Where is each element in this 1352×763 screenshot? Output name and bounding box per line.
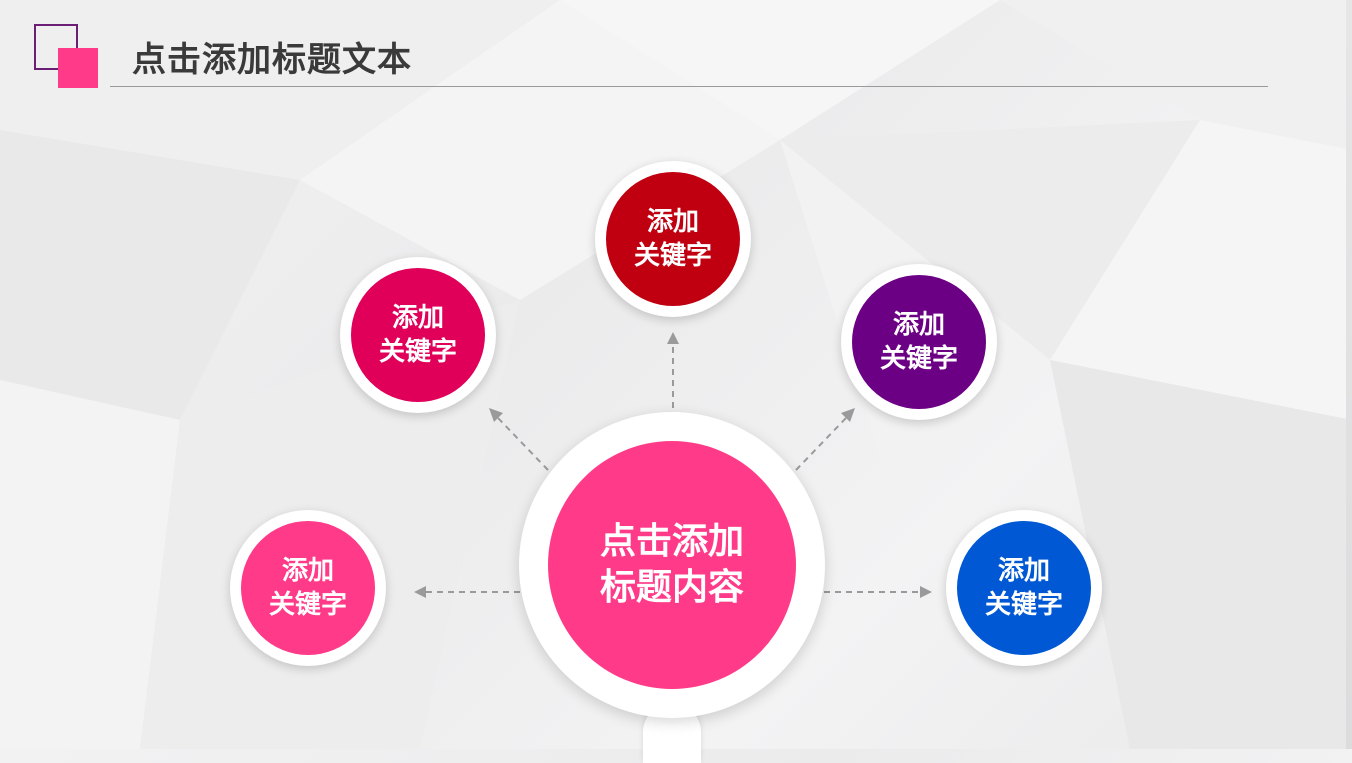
center-node[interactable]: 点击添加 标题内容: [519, 412, 825, 718]
center-node-line1: 点击添加: [599, 521, 744, 562]
keyword-node-top-circle: 添加 关键字: [606, 172, 740, 306]
center-node-line2: 标题内容: [599, 567, 744, 608]
connector-top-left: [497, 417, 549, 471]
arrow-top-right: [841, 408, 855, 422]
keyword-node-right[interactable]: 添加 关键字: [946, 510, 1102, 666]
center-node-circle: 点击添加 标题内容: [548, 441, 796, 689]
arrow-right: [920, 586, 932, 598]
arrow-top: [667, 332, 679, 344]
keyword-node-left[interactable]: 添加 关键字: [230, 510, 386, 666]
page-title[interactable]: 点击添加标题文本: [132, 40, 412, 80]
keyword-node-left-line2: 关键字: [268, 590, 347, 620]
title-divider: [110, 86, 1268, 87]
keyword-node-top-line2: 关键字: [633, 241, 712, 271]
keyword-node-top-right-line2: 关键字: [879, 344, 958, 374]
logo-filled-square: [58, 48, 98, 88]
keyword-node-top-left-circle: 添加 关键字: [351, 268, 485, 402]
right-edge-strip: [1346, 0, 1352, 749]
keyword-node-top-left[interactable]: 添加 关键字: [340, 257, 496, 413]
keyword-node-top-right-line1: 添加: [892, 310, 945, 340]
keyword-node-left-circle: 添加 关键字: [241, 521, 375, 655]
keyword-node-top-right[interactable]: 添加 关键字: [841, 264, 997, 420]
keyword-node-left-line1: 添加: [281, 556, 334, 586]
keyword-node-top-right-circle: 添加 关键字: [852, 275, 986, 409]
arrow-left: [414, 586, 426, 598]
keyword-node-right-line1: 添加: [997, 556, 1050, 586]
logo-outline-square: [34, 24, 78, 70]
keyword-node-right-circle: 添加 关键字: [957, 521, 1091, 655]
keyword-node-top[interactable]: 添加 关键字: [595, 161, 751, 317]
keyword-node-top-line1: 添加: [646, 207, 699, 237]
keyword-node-right-line2: 关键字: [984, 590, 1063, 620]
connector-top-right: [795, 417, 847, 471]
arrow-top-left: [489, 408, 503, 422]
keyword-node-top-left-line1: 添加: [391, 303, 444, 333]
title-logo: [34, 24, 98, 88]
keyword-node-top-left-line2: 关键字: [378, 337, 457, 367]
